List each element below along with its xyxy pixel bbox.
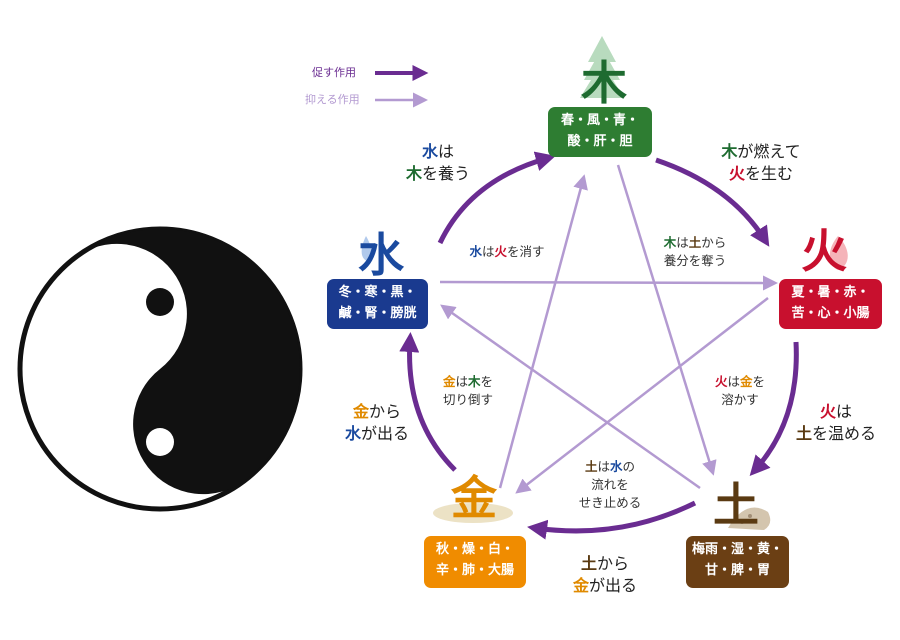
tree-icon xyxy=(580,36,624,98)
label-fire-earth-b: は xyxy=(836,402,853,421)
label-water-fire-b: は xyxy=(481,244,495,259)
label-wood-earth-b: は xyxy=(676,235,689,250)
label-wood-earth-c: 土 xyxy=(688,235,702,250)
label-water-wood-d: を養う xyxy=(422,164,471,183)
label-earth-water-b: は xyxy=(597,459,610,474)
rock-icon xyxy=(728,507,771,530)
promote-arrow-metal-water xyxy=(399,332,457,472)
wood-line-1: 春・風・青・ xyxy=(560,113,639,128)
wood-line-2: 酸・肝・胆 xyxy=(567,134,633,149)
promote-arrow-fire-earth xyxy=(749,341,799,476)
label-metal-water-c: 水 xyxy=(344,424,361,443)
label-water-fire-a: 水 xyxy=(469,244,482,259)
label-wood-earth-d: から xyxy=(701,235,727,250)
label-fire-metal: 火は金を 溶かす xyxy=(700,373,780,409)
label-earth-water-c: 水 xyxy=(610,459,623,474)
label-fire-earth-d: を温める xyxy=(812,424,877,443)
label-water-wood-a: 水 xyxy=(421,142,438,161)
label-fire-metal-d: を xyxy=(752,374,766,389)
wood-box: 春・風・青・ 酸・肝・胆 xyxy=(548,107,652,157)
label-fire-metal-b: は xyxy=(727,374,740,389)
label-metal-water: 金から 水が出る xyxy=(332,401,422,445)
fire-line-2: 苦・心・小腸 xyxy=(791,306,870,321)
label-metal-wood-e: 切り倒す xyxy=(442,392,493,407)
label-fire-earth-c: 土 xyxy=(795,424,812,443)
label-metal-wood: 金は木を 切り倒す xyxy=(428,373,508,409)
label-earth-water-d: の xyxy=(622,459,636,474)
label-water-fire: 水は火を消す xyxy=(452,243,562,261)
label-water-wood-b: は xyxy=(438,142,455,161)
fire-line-1: 夏・暑・赤・ xyxy=(791,285,870,300)
label-earth-metal-d: が出る xyxy=(589,576,638,595)
metal-box: 秋・燥・白・ 辛・肺・大腸 xyxy=(424,536,526,588)
label-water-fire-d: を消す xyxy=(507,244,545,259)
label-wood-earth-e: 養分を奪う xyxy=(663,253,727,268)
label-wood-earth: 木は土から 養分を奪う xyxy=(650,234,740,270)
earth-line-1: 梅雨・湿・黄・ xyxy=(691,542,783,557)
label-metal-wood-c: 木 xyxy=(468,374,481,389)
water-box: 冬・寒・黒・ 鹹・腎・膀胱 xyxy=(327,279,428,329)
label-water-wood: 水は 木を養う xyxy=(393,141,483,185)
label-earth-metal-b: から xyxy=(597,554,630,573)
fire-box: 夏・暑・赤・ 苦・心・小腸 xyxy=(779,279,882,329)
metal-sand-icon xyxy=(433,503,513,523)
earth-box: 梅雨・湿・黄・ 甘・脾・胃 xyxy=(686,536,789,588)
suppress-arrow-wood-earth xyxy=(616,164,717,476)
label-wood-fire-c: 火 xyxy=(728,164,745,183)
wood-glyph: 木 xyxy=(581,56,627,110)
label-earth-metal-a: 土 xyxy=(580,554,597,573)
label-earth-metal: 土から 金が出る xyxy=(560,553,650,597)
label-wood-fire-a: 木 xyxy=(721,142,738,161)
label-metal-wood-b: は xyxy=(455,374,468,389)
label-metal-water-b: から xyxy=(369,402,402,421)
label-water-wood-c: 木 xyxy=(405,164,422,183)
promote-arrow-earth-metal xyxy=(527,500,697,540)
label-fire-metal-e: 溶かす xyxy=(721,392,759,407)
label-earth-water-a: 土 xyxy=(584,459,598,474)
promote-arrow-water-wood xyxy=(437,151,556,245)
metal-glyph: 金 xyxy=(451,471,497,525)
water-line-2: 鹹・腎・膀胱 xyxy=(338,306,417,321)
label-metal-wood-a: 金 xyxy=(442,374,456,389)
earth-line-2: 甘・脾・胃 xyxy=(704,563,770,578)
suppress-arrow-water-fire xyxy=(439,275,778,291)
suppress-arrow-metal-wood xyxy=(498,174,588,489)
label-earth-water-e: 流れを xyxy=(591,477,629,492)
label-fire-earth-a: 火 xyxy=(819,402,836,421)
label-wood-fire-d: を生む xyxy=(745,164,794,183)
suppress-arrow-fire-metal xyxy=(515,297,769,494)
legend-suppress-label: 抑える作用 xyxy=(305,93,360,106)
label-fire-earth: 火は 土を温める xyxy=(786,401,886,445)
promote-arrow-wood-fire xyxy=(655,157,770,247)
label-wood-fire: 木が燃えて 火を生む xyxy=(706,141,816,185)
water-drop-icon xyxy=(361,236,372,261)
metal-line-2: 辛・肺・大腸 xyxy=(435,563,514,578)
earth-glyph: 土 xyxy=(713,478,759,532)
label-wood-fire-b: が燃えて xyxy=(737,142,801,161)
label-metal-water-a: 金 xyxy=(352,402,369,421)
label-fire-metal-a: 火 xyxy=(714,374,728,389)
water-line-1: 冬・寒・黒・ xyxy=(338,285,417,300)
water-glyph: 水 xyxy=(358,228,404,282)
label-water-fire-c: 火 xyxy=(494,244,508,259)
legend-promote-label: 促す作用 xyxy=(312,66,356,79)
label-wood-earth-a: 木 xyxy=(663,235,677,250)
label-earth-metal-c: 金 xyxy=(572,576,589,595)
label-metal-water-d: が出る xyxy=(361,424,410,443)
label-earth-water-f: せき止める xyxy=(578,495,642,510)
label-metal-wood-d: を xyxy=(480,374,494,389)
label-earth-water: 土は水の 流れを せき止める xyxy=(560,458,660,512)
label-fire-metal-c: 金 xyxy=(740,374,753,389)
suppress-arrow-earth-water xyxy=(440,304,701,490)
metal-line-1: 秋・燥・白・ xyxy=(435,542,514,557)
fire-glyph: 火 xyxy=(801,224,847,278)
flame-icon xyxy=(829,236,848,270)
